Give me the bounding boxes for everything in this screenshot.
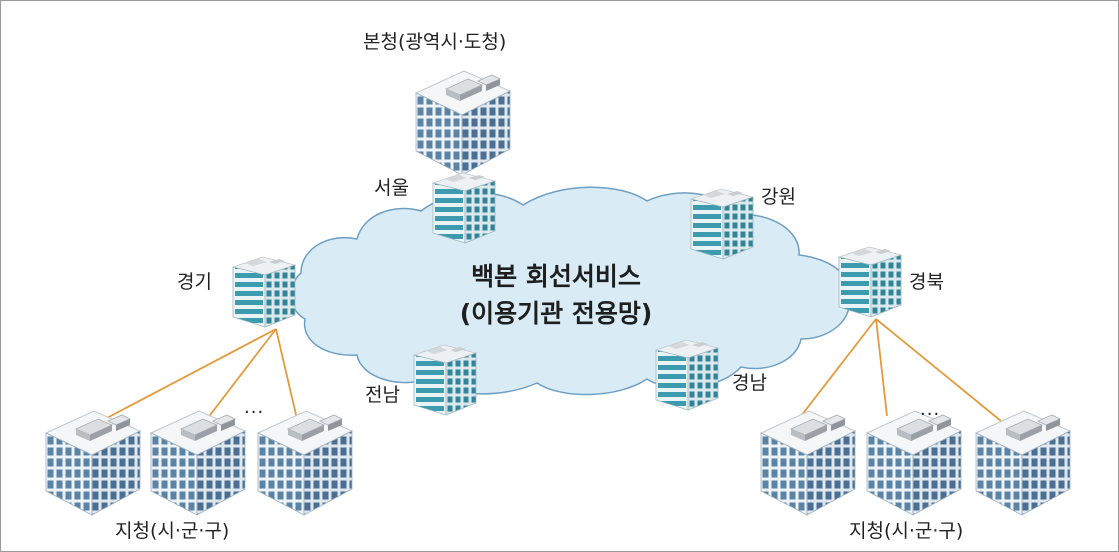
gyeongbuk-node-icon — [838, 246, 902, 318]
jeonnam-node-icon — [413, 344, 477, 416]
node-label-gyeonggi: 경기 — [177, 271, 212, 293]
cloud-title-line1: 백본 회선서비스 — [471, 262, 641, 291]
hq-building-icon — [415, 70, 511, 176]
node-label-gyeongbuk: 경북 — [909, 271, 944, 293]
branch-office-icon — [45, 410, 141, 516]
branch-office-icon — [150, 410, 246, 516]
branch-label-right: 지청(시·군·구) — [849, 520, 964, 542]
branch-office-icon — [760, 410, 856, 516]
branch-office-icon — [257, 410, 353, 516]
branch-office-icon — [975, 410, 1071, 516]
hq-label: 본청(광역시·도청) — [363, 31, 507, 53]
ellipsis-right: ... — [920, 399, 941, 420]
link-lines — [104, 156, 1002, 422]
node-label-jeonnam: 전남 — [365, 384, 400, 406]
node-label-gyeongnam: 경남 — [732, 372, 767, 394]
node-label-seoul: 서울 — [374, 177, 409, 199]
gyeonggi-node-icon — [232, 256, 296, 328]
branch-office-icon — [866, 410, 962, 516]
ellipsis-left: ... — [244, 397, 265, 418]
node-label-gangwon: 강원 — [761, 186, 796, 208]
seoul-node-icon — [432, 172, 496, 244]
branch-label-left: 지청(시·군·구) — [115, 520, 230, 542]
cloud-title-line2: (이용기관 전용망) — [459, 299, 653, 328]
gyeongnam-node-icon — [655, 339, 719, 411]
gangwon-node-icon — [690, 188, 754, 260]
